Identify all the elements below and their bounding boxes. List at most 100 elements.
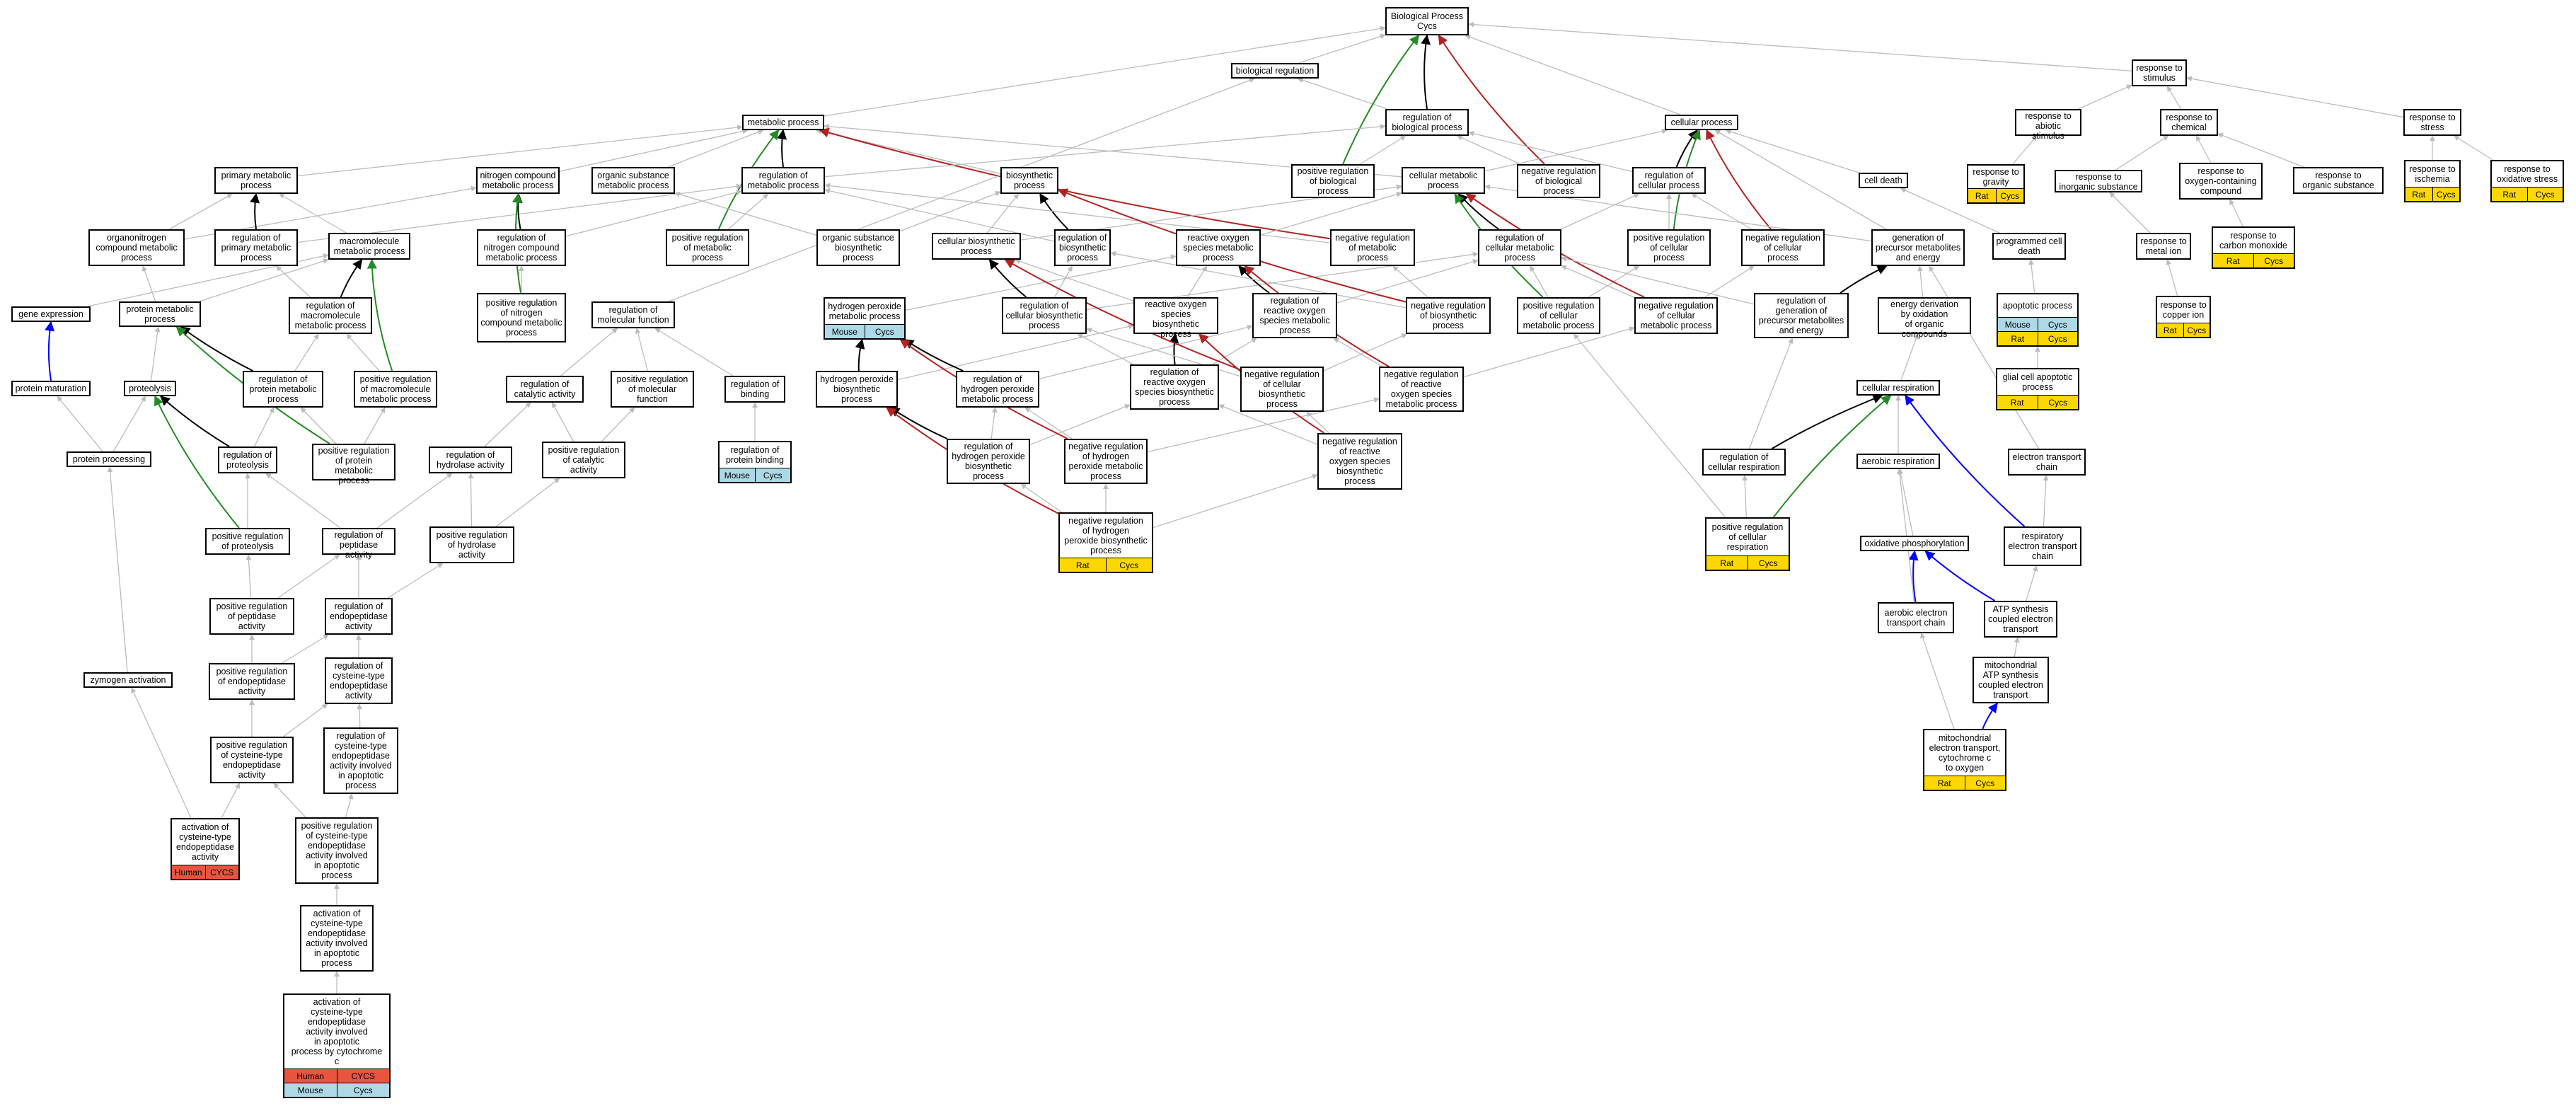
go-term-node-regcellbio[interactable]: regulation of cellular biosynthetic proc… xyxy=(1002,297,1087,334)
go-term-node-posregendo[interactable]: positive regulation of endopeptidase act… xyxy=(209,663,295,700)
go-term-node-posregmet[interactable]: positive regulation of metabolic process xyxy=(666,229,749,266)
go-term-node-geneexp[interactable]: gene expression xyxy=(11,306,91,322)
go-term-node-resporg[interactable]: response to organic substance xyxy=(2293,167,2384,194)
go-term-node-orgsubbio[interactable]: organic substance biosynthetic process xyxy=(816,229,900,266)
go-term-node-posregcell[interactable]: positive regulation of cellular process xyxy=(1627,229,1711,266)
go-term-node-energyder[interactable]: energy derivation by oxidation of organi… xyxy=(1878,297,1971,339)
go-term-node-regmet[interactable]: regulation of metabolic process xyxy=(741,167,825,194)
go-term-node-aerobetc[interactable]: aerobic electron transport chain xyxy=(1878,602,1954,633)
go-term-node-h2o2bio[interactable]: hydrogen peroxide biosynthetic process xyxy=(816,371,898,408)
go-term-node-metab[interactable]: metabolic process xyxy=(742,115,824,130)
go-term-node-respstress[interactable]: response to stress xyxy=(2403,109,2461,136)
go-term-node-primmet[interactable]: primary metabolic process xyxy=(214,167,298,194)
go-term-node-negregcell[interactable]: negative regulation of cellular process xyxy=(1741,229,1825,266)
go-term-node-respabio[interactable]: response to abiotic stimulus xyxy=(2015,109,2081,141)
go-term-node-regcellresp[interactable]: regulation of cellular respiration xyxy=(1702,449,1786,476)
go-term-node-posregnitro[interactable]: positive regulation of nitrogen compound… xyxy=(477,293,566,342)
go-term-node-posregproteo[interactable]: positive regulation of proteolysis xyxy=(205,528,290,555)
go-term-node-respchem[interactable]: response to chemical xyxy=(2160,109,2218,136)
go-term-node-regcys[interactable]: regulation of cysteine-type endopeptidas… xyxy=(325,657,393,704)
go-term-node-actcyscyt[interactable]: activation of cysteine-type endopeptidas… xyxy=(283,993,391,1098)
go-term-node-orgsub[interactable]: organic substance metabolic process xyxy=(591,167,675,194)
go-term-node-regpeptid[interactable]: regulation of peptidase activity xyxy=(322,528,395,560)
go-term-node-posregbio[interactable]: positive regulation of biological proces… xyxy=(1291,164,1375,198)
go-term-node-mitoetc[interactable]: mitochondrial electron transport, cytoch… xyxy=(1923,729,2006,791)
go-term-node-nitro[interactable]: nitrogen compound metabolic process xyxy=(476,167,560,194)
go-term-node-macro[interactable]: macromolecule metabolic process xyxy=(328,233,410,260)
go-term-node-cellmet[interactable]: cellular metabolic process xyxy=(1402,167,1485,194)
go-term-node-respetc[interactable]: respiratory electron transport chain xyxy=(2004,526,2081,566)
go-term-node-posreghydro[interactable]: positive regulation of hydrolase activit… xyxy=(429,526,514,563)
go-term-node-posregcysapop[interactable]: positive regulation of cysteine-type end… xyxy=(295,817,379,884)
go-term-node-negregmet[interactable]: negative regulation of metabolic process xyxy=(1330,229,1415,266)
go-term-node-posregprot[interactable]: positive regulation of protein metabolic… xyxy=(312,444,395,485)
go-term-node-celldeath[interactable]: cell death xyxy=(1859,173,1908,188)
go-term-node-respinorg[interactable]: response to inorganic substance xyxy=(2055,170,2142,192)
go-term-node-bp[interactable]: Biological Process Cycs xyxy=(1385,7,1469,35)
go-term-node-regrosbio[interactable]: regulation of reactive oxygen species bi… xyxy=(1130,364,1219,410)
go-term-node-regcatal[interactable]: regulation of catalytic activity xyxy=(506,376,584,403)
go-term-node-negregrosbio[interactable]: negative regulation of reactive oxygen s… xyxy=(1317,433,1402,490)
go-term-node-negregcellmet[interactable]: negative regulation of cellular metaboli… xyxy=(1634,297,1718,334)
go-term-node-negregcellbio[interactable]: negative regulation of cellular biosynth… xyxy=(1240,367,1324,412)
go-term-node-bioreg[interactable]: biological regulation xyxy=(1231,63,1319,79)
go-term-node-regbinding[interactable]: regulation of binding xyxy=(724,376,785,403)
go-term-node-progdeath[interactable]: programmed cell death xyxy=(1992,233,2066,260)
go-term-node-negregh2o2bio[interactable]: negative regulation of hydrogen peroxide… xyxy=(1058,512,1153,573)
go-term-node-actcys[interactable]: activation of cysteine-type endopeptidas… xyxy=(171,818,240,880)
go-term-node-regprim[interactable]: regulation of primary metabolic process xyxy=(214,229,298,266)
go-term-node-atpsyn[interactable]: ATP synthesis coupled electron transport xyxy=(1984,601,2057,638)
go-term-node-cellresp[interactable]: cellular respiration xyxy=(1856,380,1940,396)
go-term-node-regnitro[interactable]: regulation of nitrogen compound metaboli… xyxy=(477,229,566,266)
go-term-node-mitoatp[interactable]: mitochondrial ATP synthesis coupled elec… xyxy=(1973,657,2049,703)
go-term-node-regprotmet[interactable]: regulation of protein metabolic process xyxy=(243,371,323,408)
go-term-node-regcysapop[interactable]: regulation of cysteine-type endopeptidas… xyxy=(323,727,398,794)
go-term-node-posregcatal[interactable]: positive regulation of catalytic activit… xyxy=(542,442,625,478)
go-term-node-ros[interactable]: reactive oxygen species metabolic proces… xyxy=(1176,229,1261,266)
go-term-node-reggenprec[interactable]: regulation of generation of precursor me… xyxy=(1754,293,1849,338)
go-term-node-biosyn[interactable]: biosynthetic process xyxy=(1000,167,1058,194)
go-term-node-protmet[interactable]: protein metabolic process xyxy=(119,301,201,327)
go-term-node-posregmolfn[interactable]: positive regulation of molecular functio… xyxy=(611,371,694,408)
go-term-node-respoxy[interactable]: response to oxygen-containing compound xyxy=(2179,163,2263,200)
go-term-node-etc[interactable]: electron transport chain xyxy=(2008,449,2086,476)
go-term-node-negregros[interactable]: negative regulation of reactive oxygen s… xyxy=(1379,367,1464,412)
go-term-node-genprec[interactable]: generation of precursor metabolites and … xyxy=(1871,229,1965,266)
go-term-node-posregpeptid[interactable]: positive regulation of peptidase activit… xyxy=(209,598,294,635)
go-term-node-posregcellmet[interactable]: positive regulation of cellular metaboli… xyxy=(1517,297,1600,334)
go-term-node-reghydro[interactable]: regulation of hydrolase activity xyxy=(429,447,512,473)
go-term-node-cellproc[interactable]: cellular process xyxy=(1665,115,1738,130)
go-term-node-negregbio[interactable]: negative regulation of biological proces… xyxy=(1517,164,1600,198)
go-term-node-regproteo[interactable]: regulation of proteolysis xyxy=(218,447,277,473)
go-term-node-regh2o2bio[interactable]: regulation of hydrogen peroxide biosynth… xyxy=(947,439,1030,484)
go-term-node-aerobic[interactable]: aerobic respiration xyxy=(1856,454,1940,469)
go-term-node-regbio[interactable]: regulation of biological process xyxy=(1385,109,1469,136)
go-term-node-regros[interactable]: regulation of reactive oxygen species me… xyxy=(1252,293,1337,338)
go-term-node-regmolfn[interactable]: regulation of molecular function xyxy=(591,301,675,328)
go-term-node-respstim[interactable]: response to stimulus xyxy=(2132,59,2187,86)
go-term-node-regmacro[interactable]: regulation of macromolecule metabolic pr… xyxy=(289,297,372,334)
go-term-node-cellbiosyn[interactable]: cellular biosynthetic process xyxy=(932,233,1021,260)
go-term-node-protproc[interactable]: protein processing xyxy=(67,451,151,467)
go-term-node-actcysapop[interactable]: activation of cysteine-type endopeptidas… xyxy=(300,905,374,972)
go-term-node-negregh2o2met[interactable]: negative regulation of hydrogen peroxide… xyxy=(1064,439,1148,484)
go-term-node-posregmacro[interactable]: positive regulation of macromolecule met… xyxy=(354,371,437,408)
go-term-node-zymogen[interactable]: zymogen activation xyxy=(83,672,173,688)
go-term-node-regcell[interactable]: regulation of cellular process xyxy=(1632,167,1706,194)
go-term-node-protmat[interactable]: protein maturation xyxy=(11,381,91,396)
go-term-node-oxphos[interactable]: oxidative phosphorylation xyxy=(1860,536,1969,551)
go-term-node-regh2o2met[interactable]: regulation of hydrogen peroxide metaboli… xyxy=(956,371,1039,408)
go-term-node-orgnitro[interactable]: organonitrogen compound metabolic proces… xyxy=(88,229,185,266)
go-term-node-rosbio[interactable]: reactive oxygen species biosynthetic pro… xyxy=(1133,297,1218,339)
go-term-node-posregcellresp[interactable]: positive regulation of cellular respirat… xyxy=(1705,517,1790,571)
go-term-node-regbiosyn[interactable]: regulation of biosynthetic process xyxy=(1054,229,1111,266)
